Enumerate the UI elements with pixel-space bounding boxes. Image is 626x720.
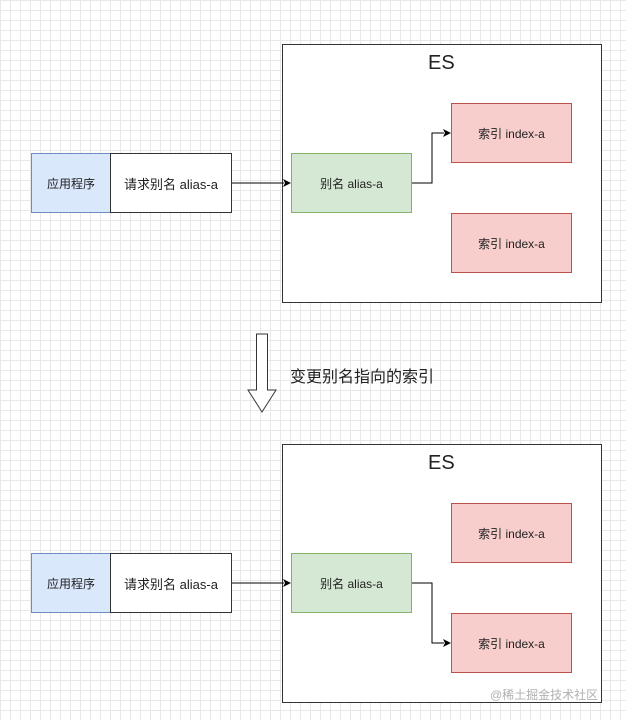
app-box-bottom: 应用程序 xyxy=(31,553,111,613)
index-box-bottom-2: 索引 index-a xyxy=(451,613,572,673)
alias-box-top: 别名 alias-a xyxy=(291,153,412,213)
index-box-top-1: 索引 index-a xyxy=(451,103,572,163)
index-box-top-2: 索引 index-a xyxy=(451,213,572,273)
transition-caption: 变更别名指向的索引 xyxy=(290,369,435,386)
request-alias-box-bottom: 请求别名 alias-a xyxy=(110,553,232,613)
watermark: @稀土掘金技术社区 xyxy=(490,688,599,702)
es-label-top: ES xyxy=(428,52,455,74)
transition-down-arrow-icon xyxy=(247,333,277,413)
es-label-bottom: ES xyxy=(428,452,455,474)
alias-box-bottom: 别名 alias-a xyxy=(291,553,412,613)
request-alias-box-top: 请求别名 alias-a xyxy=(110,153,232,213)
index-box-bottom-1: 索引 index-a xyxy=(451,503,572,563)
app-box-top: 应用程序 xyxy=(31,153,111,213)
